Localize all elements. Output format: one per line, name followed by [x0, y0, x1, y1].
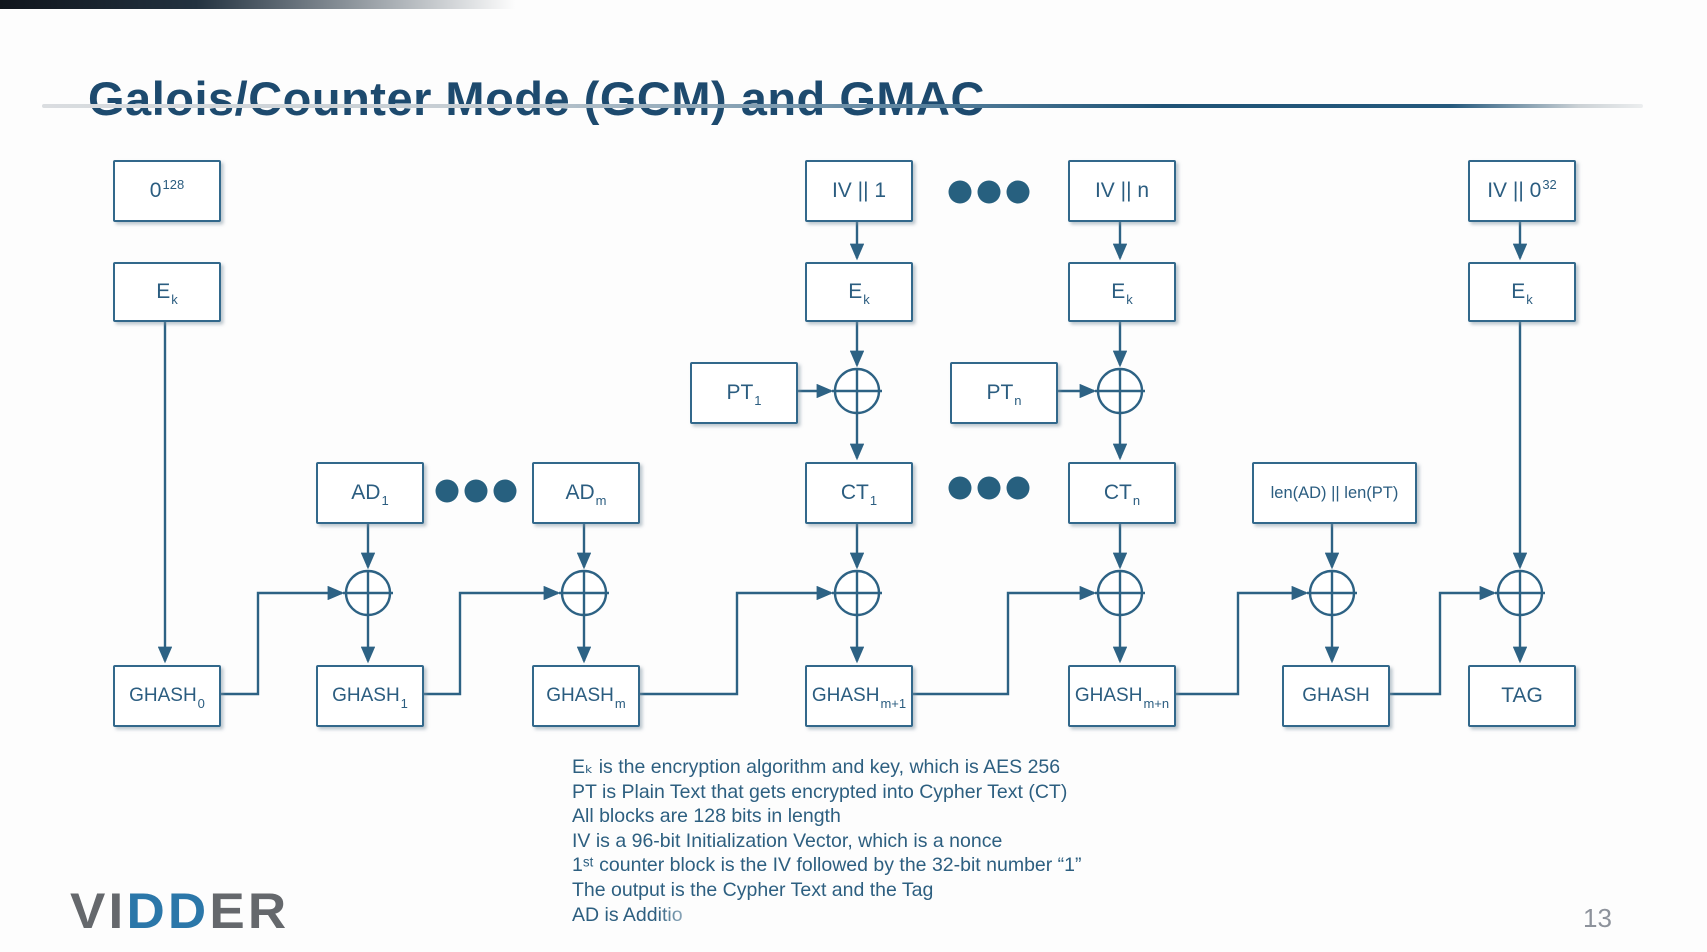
box-tag: TAG: [1468, 665, 1576, 727]
note-ad-fading: AD is Additio: [572, 903, 683, 926]
xor-icon: [832, 367, 882, 415]
connector-ghash-to-xortag: [1386, 585, 1497, 696]
xor-icon: [1095, 569, 1145, 617]
vidder-logo: VIDDER: [70, 883, 290, 939]
xor-icon: [832, 569, 882, 617]
note-counter: 1ˢᵗ counter block is the IV followed by …: [572, 854, 1082, 877]
box-ghash-final: GHASH: [1282, 665, 1390, 727]
box-iv1: IV || 1: [805, 160, 913, 222]
top-edge-artifact: [0, 0, 560, 9]
connector-ghashm1-to-xormn: [909, 585, 1097, 696]
connector-ghashm-to-xorm1: [636, 585, 834, 696]
note-pt: PT is Plain Text that gets encrypted int…: [572, 780, 1068, 803]
title-divider: [42, 104, 1643, 108]
connector-ghash0-to-xor1: [217, 585, 345, 696]
page-number: 13: [1583, 903, 1612, 933]
ellipsis-dots-ct: [948, 476, 1030, 500]
xor-icon: [343, 569, 393, 617]
box-len-ad-pt: len(AD) || len(PT): [1252, 462, 1417, 524]
xor-icon: [1095, 367, 1145, 415]
xor-icon: [559, 569, 609, 617]
ellipsis-dots-counters: [948, 180, 1030, 204]
note-output: The output is the Cypher Text and the Ta…: [572, 878, 934, 901]
note-iv: IV is a 96-bit Initialization Vector, wh…: [572, 829, 1003, 852]
ellipsis-dots-ad: [435, 479, 517, 503]
note-blocks: All blocks are 128 bits in length: [572, 805, 841, 828]
xor-icon: [1495, 569, 1545, 617]
legend-notes: Eₖ is the encryption algorithm and key, …: [572, 755, 1082, 927]
connector-ghash1-to-xorm: [420, 585, 561, 696]
connector-ghashmn-to-xorlen: [1172, 585, 1309, 696]
box-ivn: IV || n: [1068, 160, 1176, 222]
page-title: Galois/Counter Mode (GCM) and GMAC: [88, 72, 985, 126]
note-ek: Eₖ is the encryption algorithm and key, …: [572, 756, 1061, 778]
xor-icon: [1307, 569, 1357, 617]
